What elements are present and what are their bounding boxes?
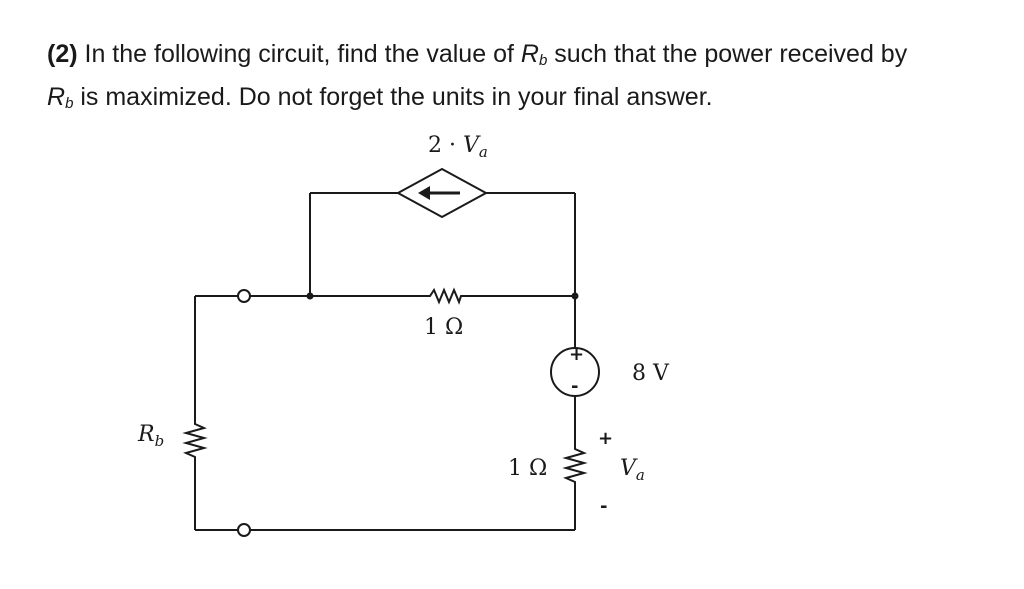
junction-left [306, 292, 314, 300]
question-text-part-1: In the following circuit, find the value… [77, 40, 521, 68]
voltage-source-label: 8 V [632, 361, 670, 386]
dep-source-arrow-icon [418, 186, 430, 200]
junction-right [571, 292, 579, 300]
question-text-part-2: such that the power received by [547, 40, 908, 68]
vs-minus-sign: - [571, 376, 578, 397]
rb-label: Rb [137, 422, 164, 450]
rb-variable-2: Rb [47, 83, 74, 112]
top-resistor [425, 287, 470, 305]
bottom-resistor-label: 1 Ω [508, 456, 547, 481]
question-text-part-3: is maximized. Do not forget the units in… [73, 83, 713, 111]
question-text: (2) In the following circuit, find the v… [47, 36, 1017, 122]
rb-resistor [182, 420, 208, 461]
terminal-bottom [237, 523, 251, 537]
va-label: Va [620, 456, 645, 484]
vs-plus-sign: + [569, 344, 584, 365]
question-number: (2) [47, 40, 78, 68]
va-plus-sign: + [598, 428, 613, 449]
rb-variable: Rb [520, 40, 548, 69]
bottom-resistor [562, 445, 588, 486]
terminal-top [237, 289, 251, 303]
dep-source-label: 2 · Va [428, 133, 488, 161]
va-minus-sign: - [600, 496, 607, 517]
top-resistor-label: 1 Ω [424, 315, 463, 340]
